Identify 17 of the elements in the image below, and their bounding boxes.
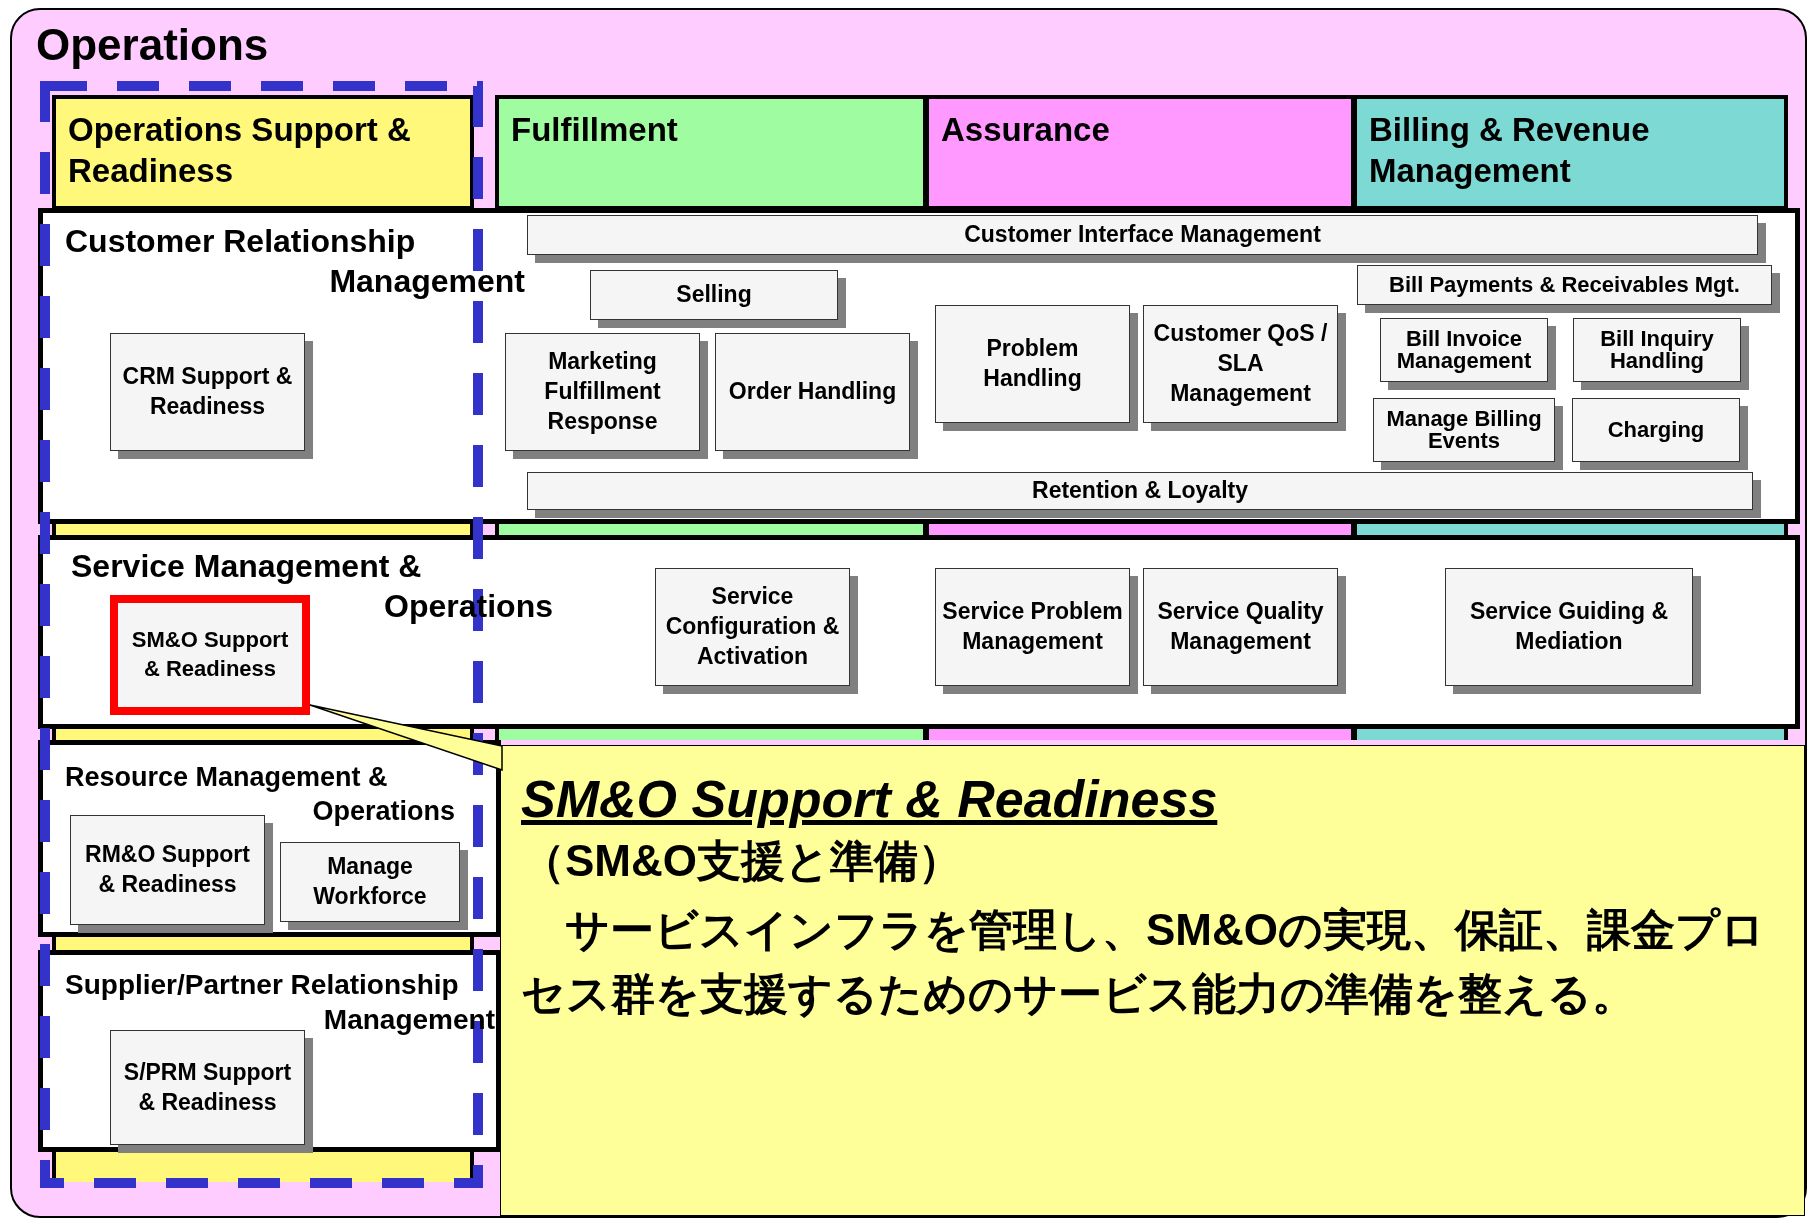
process-band — [38, 208, 1800, 524]
band-title: Customer Relationship Management — [65, 222, 525, 301]
callout-text: サービスインフラを管理し、SM&Oの実現、保証、課金プロセス群を支援するためのサービス能力の準備を整える。 — [521, 904, 1766, 1020]
callout-tooltip — [500, 745, 1805, 1216]
callout-pointer — [309, 704, 503, 771]
column-header: Billing & Revenue Management — [1353, 95, 1788, 210]
column-header: Operations Support & Readiness — [52, 95, 474, 210]
column-header: Fulfillment — [495, 95, 927, 210]
column-header: Assurance — [925, 95, 1355, 210]
highlighted-process-box: SM&O Support & Readiness — [110, 595, 310, 715]
process-band — [38, 950, 501, 1152]
process-band — [38, 535, 1800, 729]
callout-title: SM&O Support & Readiness — [521, 769, 1219, 830]
operations-panel — [10, 8, 1807, 1218]
callout-subtitle: （SM&O支援と準備） — [521, 835, 963, 888]
panel-title: Operations — [36, 20, 269, 70]
process-band — [38, 740, 501, 937]
